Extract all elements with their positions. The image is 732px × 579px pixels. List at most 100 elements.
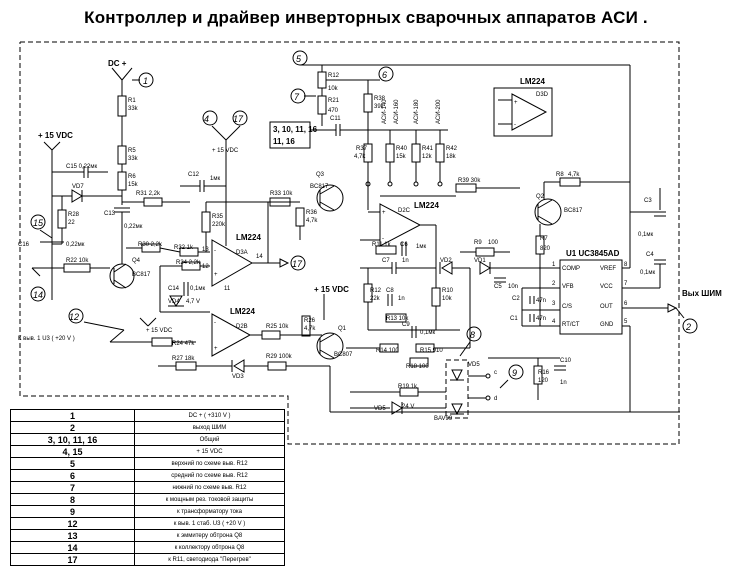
svg-text:VD4: VD4 (168, 299, 180, 305)
opamp-d2b (211, 313, 252, 357)
svg-text:12k: 12k (422, 154, 433, 160)
opamp-d2c (379, 203, 422, 247)
svg-text:3, 10, 11, 16: 3, 10, 11, 16 (273, 125, 318, 134)
svg-text:R24 47k: R24 47k (172, 341, 195, 347)
svg-text:10k: 10k (442, 296, 453, 302)
svg-text:+: + (514, 100, 518, 106)
svg-text:R14 100: R14 100 (376, 348, 399, 354)
svg-text:120: 120 (538, 378, 549, 384)
svg-text:3: 3 (552, 301, 556, 307)
svg-text:C10: C10 (560, 358, 572, 364)
svg-text:0,1мк: 0,1мк (190, 286, 205, 292)
svg-text:0,1мк: 0,1мк (640, 270, 655, 276)
svg-text:18k: 18k (446, 154, 457, 160)
svg-text:4,7k: 4,7k (354, 154, 366, 160)
svg-text:12: 12 (202, 264, 209, 270)
svg-text:5: 5 (296, 54, 302, 64)
ic-u1-uc3845ad (559, 259, 623, 335)
svg-text:R9: R9 (474, 240, 482, 246)
svg-text:100: 100 (488, 240, 499, 246)
svg-text:12: 12 (69, 312, 79, 322)
svg-text:C8: C8 (386, 288, 394, 294)
svg-text:1: 1 (143, 76, 148, 86)
svg-text:R32 1k: R32 1k (174, 245, 194, 251)
svg-text:4,7k: 4,7k (304, 326, 316, 332)
svg-text:+: + (214, 346, 218, 352)
svg-text:1мк: 1мк (210, 176, 220, 182)
svg-text:R6: R6 (128, 174, 136, 180)
svg-text:C2: C2 (512, 296, 520, 302)
svg-text:c: c (494, 370, 497, 376)
svg-text:820: 820 (540, 246, 551, 252)
svg-text:220k: 220k (212, 222, 226, 228)
svg-text:1мк: 1мк (416, 244, 426, 250)
svg-text:R40: R40 (396, 146, 408, 152)
page-title: Контроллер и драйвер инверторных сварочн… (84, 8, 648, 27)
svg-text:R38: R38 (374, 96, 386, 102)
svg-text:2: 2 (552, 281, 556, 287)
svg-text:Q2: Q2 (536, 194, 545, 200)
svg-text:15: 15 (33, 218, 44, 228)
svg-text:0,22мк: 0,22мк (124, 224, 143, 230)
svg-text:Q1: Q1 (338, 326, 347, 332)
svg-text:D2C: D2C (398, 208, 411, 214)
vdc15-left-label: + 15 VDC (38, 131, 73, 140)
svg-text:4: 4 (204, 114, 209, 124)
svg-text:RT/CT: RT/CT (562, 322, 580, 328)
svg-text:АСИ-180: АСИ-180 (414, 99, 420, 124)
svg-text:39k: 39k (374, 104, 385, 110)
svg-text:33k: 33k (128, 156, 139, 162)
svg-text:8: 8 (624, 262, 628, 268)
svg-text:C/S: C/S (562, 304, 572, 310)
svg-text:-: - (514, 122, 516, 128)
svg-text:C15 0,22мк: C15 0,22мк (66, 164, 97, 170)
svg-text:R29 100k: R29 100k (266, 354, 293, 360)
transistor-q2 (534, 198, 562, 226)
svg-text:VFB: VFB (562, 284, 574, 290)
svg-text:R1: R1 (128, 98, 136, 104)
svg-text:АСИ-160: АСИ-160 (394, 99, 400, 124)
svg-text:R26: R26 (304, 318, 316, 324)
svg-text:VCC: VCC (600, 284, 613, 290)
k-vyv-label: К выв. 1 U3 ( +20 V ) (18, 336, 75, 342)
svg-text:R7: R7 (540, 236, 548, 242)
svg-text:R37: R37 (356, 146, 368, 152)
svg-text:BC817: BC817 (132, 272, 151, 278)
svg-text:R10: R10 (442, 288, 454, 294)
svg-text:+ 15 VDC: + 15 VDC (212, 148, 239, 154)
svg-text:D3D: D3D (536, 92, 549, 98)
svg-text:4: 4 (552, 319, 556, 325)
svg-text:R8: R8 (556, 172, 564, 178)
svg-text:R12: R12 (370, 288, 382, 294)
dc-plus-label: DC + (108, 59, 127, 68)
svg-text:R36: R36 (306, 210, 318, 216)
svg-text:6: 6 (382, 70, 387, 80)
svg-text:C11: C11 (330, 116, 341, 122)
svg-text:R31 2,2k: R31 2,2k (136, 191, 161, 197)
svg-text:C13: C13 (104, 211, 116, 217)
svg-text:VD5: VD5 (374, 406, 386, 412)
svg-text:22k: 22k (370, 296, 381, 302)
svg-text:17: 17 (233, 114, 244, 124)
svg-text:C7: C7 (382, 258, 390, 264)
svg-text:U1 UC3845AD: U1 UC3845AD (566, 249, 620, 258)
svg-text:R11 1k: R11 1k (372, 242, 392, 248)
svg-text:Q4: Q4 (132, 258, 141, 264)
svg-text:OUT: OUT (600, 304, 613, 310)
svg-text:1n: 1n (402, 258, 409, 264)
svg-text:COMP: COMP (562, 266, 580, 272)
svg-text:9: 9 (512, 368, 517, 378)
svg-text:VD3: VD3 (232, 374, 244, 380)
svg-text:0,22мк: 0,22мк (66, 242, 85, 248)
svg-text:C3: C3 (644, 198, 652, 204)
svg-text:C9: C9 (402, 322, 410, 328)
svg-text:470: 470 (328, 108, 339, 114)
svg-text:R42: R42 (446, 146, 458, 152)
resistor-r1 (117, 95, 127, 117)
svg-text:R33 10k: R33 10k (270, 191, 293, 197)
